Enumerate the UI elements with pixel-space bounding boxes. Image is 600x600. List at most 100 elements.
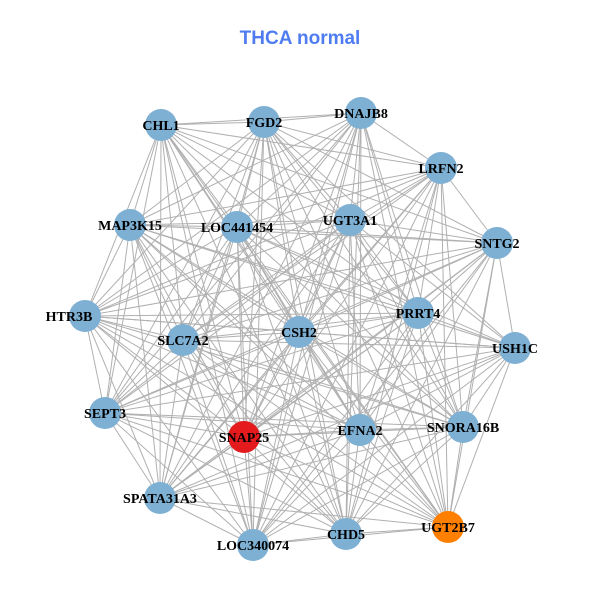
edge-CHL1-SNAP25	[160, 124, 245, 438]
edge-FGD2-USH1C	[263, 121, 516, 349]
edge-EFNA2-LOC340074	[252, 429, 361, 546]
edge-SLC7A2-SNAP25	[182, 339, 245, 438]
edge-SEPT3-LOC340074	[104, 412, 254, 546]
edge-LRFN2-HTR3B	[84, 167, 442, 317]
node-circle	[344, 414, 376, 446]
node-circle	[221, 211, 253, 243]
edge-CHL1-UGT3A1	[160, 124, 351, 221]
node-circle	[228, 421, 260, 453]
node-label: HTR3B	[46, 310, 93, 325]
edge-EFNA2-SPATA31A3	[159, 429, 361, 499]
edge-SNORA16B-SPATA31A3	[159, 426, 464, 499]
node-circle	[447, 411, 479, 443]
edge-LOC441454-CHD5	[236, 226, 347, 535]
node-circle	[89, 397, 121, 429]
edge-SNORA16B-LOC340074	[252, 426, 464, 546]
node-label: SNTG2	[474, 237, 519, 252]
edge-SLC7A2-CSH2	[182, 331, 300, 341]
edge-USH1C-SPATA31A3	[159, 347, 516, 499]
edge-HTR3B-SNAP25	[84, 315, 245, 438]
edge-LOC441454-SNAP25	[236, 226, 245, 438]
edge-LRFN2-UGT3A1	[349, 167, 442, 221]
edge-LOC441454-LOC340074	[236, 226, 254, 546]
edge-SLC7A2-SEPT3	[104, 339, 184, 414]
edge-USH1C-CHD5	[345, 347, 516, 535]
edge-LOC441454-SLC7A2	[182, 226, 238, 341]
edge-PRRT4-SEPT3	[104, 312, 419, 414]
edge-SNAP25-UGT2B7	[243, 436, 449, 528]
node-label: CSH2	[281, 326, 317, 341]
edge-CHD5-UGT2B7	[345, 526, 449, 535]
node-htr3b: HTR3B	[46, 300, 101, 332]
edge-LRFN2-EFNA2	[359, 167, 442, 431]
edge-SLC7A2-USH1C	[182, 339, 516, 349]
edge-FGD2-LOC340074	[252, 121, 265, 546]
edge-CSH2-EFNA2	[298, 331, 361, 431]
node-circle	[144, 482, 176, 514]
node-lrfn2: LRFN2	[418, 152, 464, 184]
edge-DNAJB8-LRFN2	[360, 112, 442, 169]
edge-SNTG2-USH1C	[496, 242, 516, 349]
edge-MAP3K15-SEPT3	[104, 224, 131, 414]
edge-CHL1-SNTG2	[160, 124, 498, 244]
edge-LRFN2-PRRT4	[417, 167, 442, 314]
node-circle	[432, 511, 464, 543]
edge-LOC441454-HTR3B	[84, 226, 238, 317]
node-ush1c: USH1C	[492, 332, 538, 364]
edge-USH1C-EFNA2	[359, 347, 516, 431]
edge-layer	[84, 112, 516, 546]
edge-SEPT3-SNAP25	[104, 412, 245, 438]
edge-UGT3A1-EFNA2	[349, 219, 361, 431]
edge-UGT3A1-USH1C	[349, 219, 516, 349]
edge-SNTG2-CHD5	[345, 242, 498, 535]
edge-CSH2-SEPT3	[104, 331, 300, 414]
edge-FGD2-SNAP25	[243, 121, 265, 438]
edge-MAP3K15-SNTG2	[129, 224, 498, 244]
node-circle	[283, 316, 315, 348]
edge-HTR3B-CHD5	[84, 315, 347, 535]
edge-LOC441454-USH1C	[236, 226, 516, 349]
edge-PRRT4-USH1C	[417, 312, 516, 349]
edge-SPATA31A3-CHD5	[159, 497, 347, 535]
edge-CHL1-CHD5	[160, 124, 347, 535]
node-circle	[481, 227, 513, 259]
node-fgd2: FGD2	[246, 106, 282, 138]
edge-CHL1-MAP3K15	[129, 124, 162, 226]
edge-USH1C-UGT2B7	[447, 347, 516, 528]
node-prrt4: PRRT4	[396, 297, 440, 329]
edge-DNAJB8-SNAP25	[243, 112, 362, 438]
edge-CSH2-USH1C	[298, 331, 516, 349]
edge-FGD2-HTR3B	[84, 121, 265, 317]
edge-SLC7A2-SNORA16B	[182, 339, 464, 428]
edge-CHL1-FGD2	[160, 121, 265, 126]
edge-LRFN2-MAP3K15	[129, 167, 442, 226]
edge-LRFN2-SNAP25	[243, 167, 442, 438]
node-label: SNORA16B	[427, 421, 499, 436]
node-csh2: CSH2	[281, 316, 317, 348]
edge-LRFN2-LOC441454	[236, 167, 442, 228]
edge-SNTG2-UGT2B7	[447, 242, 498, 528]
edge-CHL1-SLC7A2	[160, 124, 184, 341]
node-label: CHD5	[327, 528, 365, 543]
node-chl1: CHL1	[142, 109, 180, 141]
edge-UGT3A1-UGT2B7	[349, 219, 449, 528]
node-snora16b: SNORA16B	[427, 411, 499, 443]
node-spata31a3: SPATA31A3	[123, 482, 197, 514]
edge-SLC7A2-SPATA31A3	[159, 339, 184, 499]
edge-SLC7A2-LOC340074	[182, 339, 254, 546]
edge-SNAP25-CHD5	[243, 436, 347, 535]
edge-SNTG2-EFNA2	[359, 242, 498, 431]
node-circle	[345, 97, 377, 129]
edge-EFNA2-SNORA16B	[359, 426, 464, 431]
node-circle	[69, 300, 101, 332]
node-dnajb8: DNAJB8	[334, 97, 388, 129]
edge-FGD2-SEPT3	[104, 121, 265, 414]
edge-MAP3K15-SLC7A2	[129, 224, 184, 341]
node-map3k15: MAP3K15	[98, 209, 162, 241]
edge-DNAJB8-EFNA2	[359, 112, 362, 431]
edge-SLC7A2-CHD5	[182, 339, 347, 535]
node-label: LOC340074	[217, 539, 289, 554]
